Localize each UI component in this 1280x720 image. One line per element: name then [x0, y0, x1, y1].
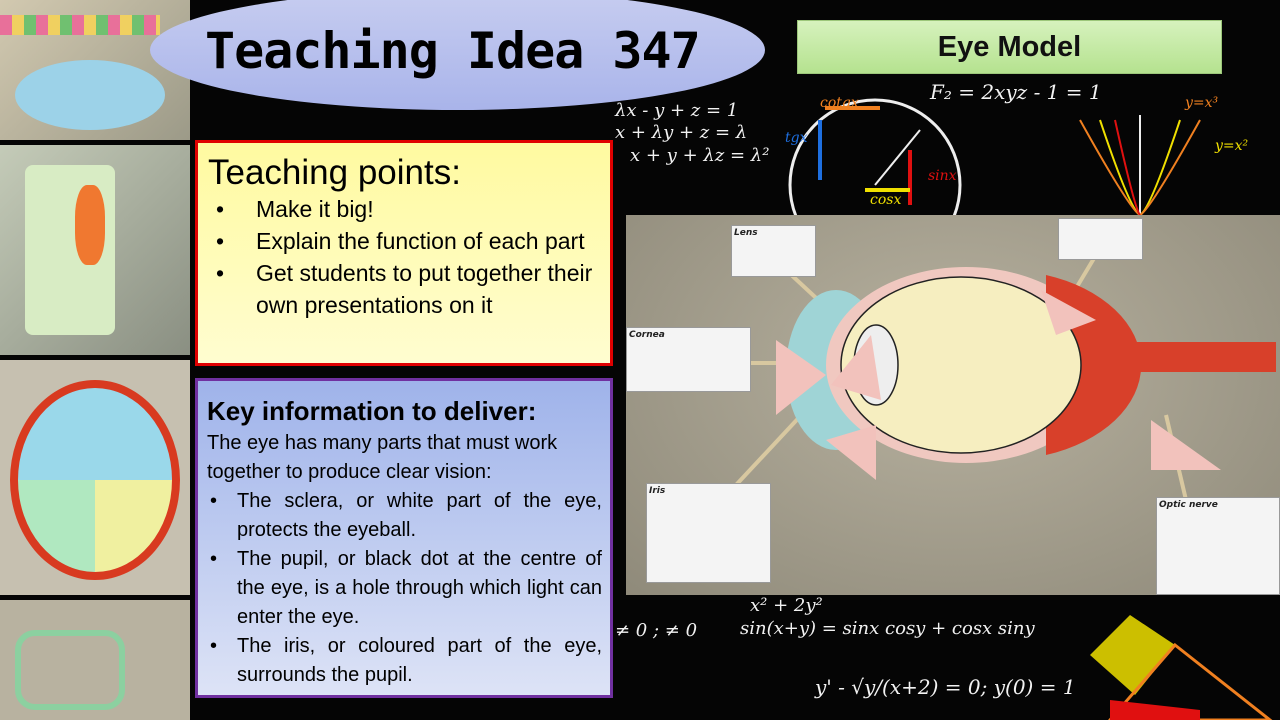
power-curves-drawing: [1079, 115, 1201, 217]
label-card-top-right: [1058, 218, 1143, 260]
formula: x + y + λz = λ²: [630, 145, 770, 166]
photo-dna-model: [0, 0, 190, 140]
teaching-point: Get students to put together their own p…: [208, 257, 600, 321]
formula: ≠ 0 ; ≠ 0: [615, 620, 698, 641]
label-card-cornea: Cornea: [626, 327, 751, 392]
photo-leaf-model: [0, 600, 190, 720]
formula: sin(x+y) = sinx cosy + cosx siny: [740, 618, 1035, 639]
teaching-point: Make it big!: [208, 193, 600, 225]
trig-circle-drawing: [788, 98, 962, 220]
key-information-item: The iris, or coloured part of the eye, s…: [207, 632, 602, 690]
photo-cycle-model: [0, 360, 190, 595]
teaching-points-box: Teaching points: Make it big! Explain th…: [195, 140, 613, 366]
label-card-lens: Lens: [731, 225, 816, 277]
teaching-point: Explain the function of each part: [208, 225, 600, 257]
key-information-box: Key information to deliver: The eye has …: [195, 378, 613, 698]
photo-cell-model: [0, 145, 190, 355]
card-label: Optic nerve: [1159, 500, 1218, 510]
formula: tgx: [785, 130, 808, 146]
eye-model-drawing: [726, 253, 1276, 501]
formula: sinx: [928, 168, 957, 184]
formula: y' - √y/(x+2) = 0; y(0) = 1: [815, 675, 1076, 699]
topic-label: Eye Model: [797, 20, 1222, 74]
key-information-intro: The eye has many parts that must work to…: [207, 432, 558, 483]
formula: y=x³: [1185, 95, 1219, 111]
label-card-optic-nerve: Optic nerve: [1156, 497, 1280, 595]
formula: cosx: [870, 192, 902, 208]
title-banner: [150, 0, 765, 110]
teaching-points-heading: Teaching points:: [208, 153, 461, 192]
key-information-item: The pupil, or black dot at the centre of…: [207, 545, 602, 632]
formula: x + λy + z = λ: [615, 122, 748, 143]
eye-model-photo: Lens Cornea Iris Optic nerve: [626, 215, 1280, 595]
formula: λx - y + z = 1: [615, 100, 739, 121]
label-card-iris: Iris: [646, 483, 771, 583]
formula: F₂ = 2xyz - 1 = 1: [930, 80, 1102, 104]
key-information-item: The sclera, or white part of the eye, pr…: [207, 487, 602, 545]
formula: x² + 2y²: [750, 595, 823, 616]
slide-title: Teaching Idea 347: [205, 22, 701, 80]
key-information-heading: Key information to deliver:: [207, 396, 537, 426]
card-label: Iris: [649, 486, 666, 496]
card-label: Cornea: [629, 330, 665, 340]
card-label: Lens: [734, 228, 758, 238]
triangle-drawing: [1090, 615, 1273, 720]
formula: cotgx: [820, 95, 859, 111]
formula: y=x²: [1215, 138, 1249, 154]
